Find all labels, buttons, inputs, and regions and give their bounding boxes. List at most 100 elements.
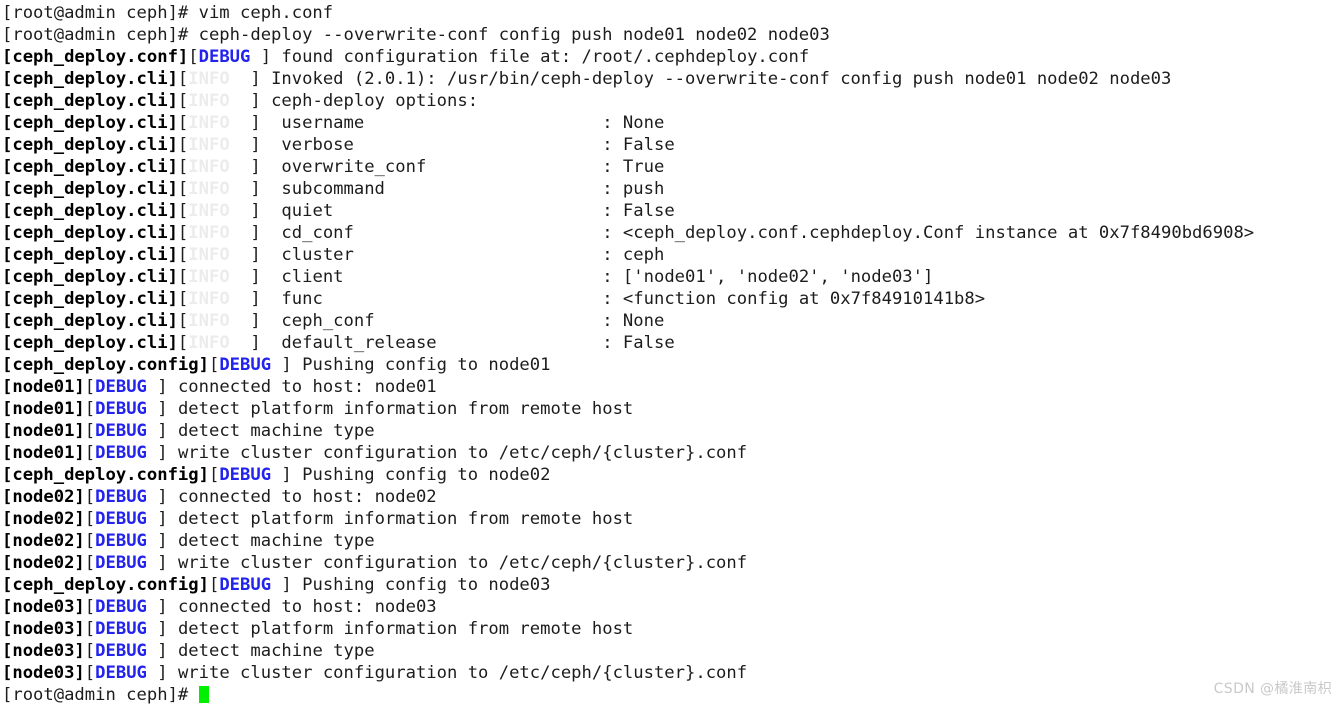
terminal-line: [ceph_deploy.conf][DEBUG ] found configu…: [2, 46, 1340, 68]
log-message: detect platform information from remote …: [168, 619, 634, 639]
terminal-line: [ceph_deploy.cli][INFO ] quiet : False: [2, 200, 1340, 222]
level-bracket-open: [: [178, 157, 188, 177]
level-bracket-open: [: [178, 135, 188, 155]
log-source: [node03]: [2, 663, 85, 683]
terminal-line: [node01][DEBUG ] detect machine type: [2, 420, 1340, 442]
level-bracket-close: ]: [250, 245, 260, 265]
level-bracket-close: ]: [250, 223, 260, 243]
log-message: write cluster configuration to /etc/ceph…: [168, 553, 747, 573]
level-bracket-close: ]: [157, 421, 167, 441]
terminal-line: [node01][DEBUG ] write cluster configura…: [2, 442, 1340, 464]
level-tag-info: INFO: [188, 245, 250, 265]
level-bracket-close: ]: [250, 113, 260, 133]
option-value: ceph: [623, 245, 664, 265]
level-tag-info: INFO: [188, 91, 250, 111]
shell-prompt: [root@admin ceph]#: [2, 3, 199, 23]
level-bracket-open: [: [85, 663, 95, 683]
log-source: [node02]: [2, 531, 85, 551]
shell-command: vim ceph.conf: [199, 3, 334, 23]
level-bracket-close: ]: [250, 135, 260, 155]
log-message: connected to host: node01: [168, 377, 437, 397]
terminal-line: [ceph_deploy.cli][INFO ] func : <functio…: [2, 288, 1340, 310]
log-source: [node01]: [2, 443, 85, 463]
shell-command: ceph-deploy --overwrite-conf config push…: [199, 25, 830, 45]
level-bracket-close: ]: [281, 575, 291, 595]
option-name: quiet: [261, 201, 602, 221]
log-source: [ceph_deploy.cli]: [2, 157, 178, 177]
level-bracket-open: [: [85, 641, 95, 661]
level-bracket-close: ]: [250, 333, 260, 353]
level-bracket-open: [: [85, 443, 95, 463]
level-tag-info: INFO: [188, 267, 250, 287]
level-tag-info: INFO: [188, 289, 250, 309]
option-name: default_release: [261, 333, 602, 353]
log-message: ceph-deploy options:: [261, 91, 478, 111]
log-message: Pushing config to node01: [292, 355, 551, 375]
log-message: detect machine type: [168, 531, 375, 551]
terminal-line: [node03][DEBUG ] write cluster configura…: [2, 662, 1340, 684]
level-tag-debug: DEBUG: [95, 421, 157, 441]
level-bracket-open: [: [178, 113, 188, 133]
terminal-line: [ceph_deploy.cli][INFO ] cluster : ceph: [2, 244, 1340, 266]
level-bracket-open: [: [85, 597, 95, 617]
level-tag-debug: DEBUG: [95, 399, 157, 419]
level-tag-info: INFO: [188, 179, 250, 199]
level-tag-debug: DEBUG: [95, 531, 157, 551]
option-separator: :: [602, 157, 623, 177]
level-bracket-close: ]: [157, 377, 167, 397]
terminal-line: [root@admin ceph]# vim ceph.conf: [2, 2, 1340, 24]
option-separator: :: [602, 113, 623, 133]
level-tag-info: INFO: [188, 333, 250, 353]
option-separator: :: [602, 223, 623, 243]
terminal-line: [ceph_deploy.cli][INFO ] username : None: [2, 112, 1340, 134]
level-tag-debug: DEBUG: [95, 377, 157, 397]
log-message: write cluster configuration to /etc/ceph…: [168, 663, 747, 683]
level-bracket-close: ]: [250, 179, 260, 199]
level-bracket-close: ]: [157, 487, 167, 507]
terminal-line: [node02][DEBUG ] detect platform informa…: [2, 508, 1340, 530]
terminal-line: [node03][DEBUG ] connected to host: node…: [2, 596, 1340, 618]
level-tag-info: INFO: [188, 113, 250, 133]
level-bracket-close: ]: [281, 465, 291, 485]
level-tag-debug: DEBUG: [219, 575, 281, 595]
level-tag-debug: DEBUG: [95, 443, 157, 463]
level-bracket-open: [: [85, 619, 95, 639]
log-source: [ceph_deploy.cli]: [2, 333, 178, 353]
terminal-line: [node01][DEBUG ] connected to host: node…: [2, 376, 1340, 398]
level-tag-info: INFO: [188, 69, 250, 89]
level-tag-info: INFO: [188, 157, 250, 177]
terminal-line: [ceph_deploy.cli][INFO ] overwrite_conf …: [2, 156, 1340, 178]
level-bracket-close: ]: [157, 531, 167, 551]
level-bracket-close: ]: [157, 663, 167, 683]
option-name: verbose: [261, 135, 602, 155]
shell-prompt: [root@admin ceph]#: [2, 25, 199, 45]
level-bracket-open: [: [178, 267, 188, 287]
level-bracket-open: [: [178, 333, 188, 353]
level-bracket-open: [: [178, 69, 188, 89]
option-separator: :: [602, 267, 623, 287]
level-tag-debug: DEBUG: [95, 663, 157, 683]
level-bracket-open: [: [209, 465, 219, 485]
option-separator: :: [602, 289, 623, 309]
terminal-line: [node02][DEBUG ] detect machine type: [2, 530, 1340, 552]
terminal-line: [ceph_deploy.config][DEBUG ] Pushing con…: [2, 464, 1340, 486]
log-message: write cluster configuration to /etc/ceph…: [168, 443, 747, 463]
level-bracket-close: ]: [157, 553, 167, 573]
option-value: push: [623, 179, 664, 199]
option-name: subcommand: [261, 179, 602, 199]
log-source: [node01]: [2, 399, 85, 419]
level-bracket-open: [: [85, 377, 95, 397]
log-message: Invoked (2.0.1): /usr/bin/ceph-deploy --…: [261, 69, 1172, 89]
level-bracket-open: [: [85, 509, 95, 529]
level-bracket-open: [: [178, 179, 188, 199]
option-separator: :: [602, 201, 623, 221]
level-tag-debug: DEBUG: [95, 619, 157, 639]
level-tag-info: INFO: [188, 201, 250, 221]
level-bracket-open: [: [178, 201, 188, 221]
log-source: [ceph_deploy.cli]: [2, 135, 178, 155]
option-separator: :: [602, 135, 623, 155]
level-bracket-close: ]: [157, 619, 167, 639]
level-bracket-open: [: [178, 245, 188, 265]
block-cursor: [199, 686, 210, 703]
